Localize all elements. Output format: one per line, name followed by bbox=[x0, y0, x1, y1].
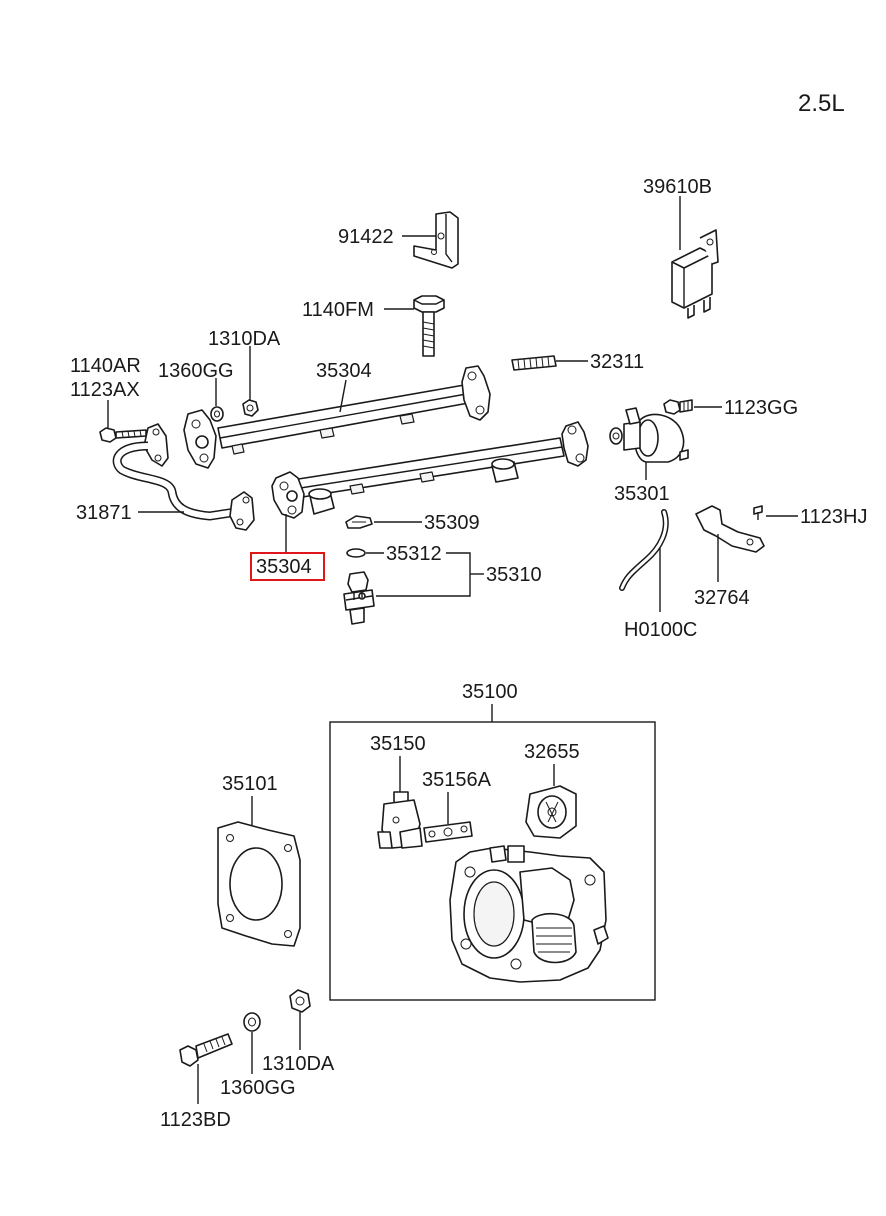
label-35100[interactable]: 35100 bbox=[462, 681, 518, 703]
injector-35310[interactable] bbox=[343, 571, 375, 625]
label-1123AX[interactable]: 1123AX bbox=[70, 379, 140, 401]
o-ring-35312[interactable] bbox=[346, 548, 366, 558]
label-H0100C[interactable]: H0100C bbox=[624, 619, 697, 641]
screw-1123HJ[interactable] bbox=[753, 505, 763, 520]
label-35304-top[interactable]: 35304 bbox=[316, 360, 372, 382]
label-32655[interactable]: 32655 bbox=[524, 741, 580, 763]
gasket-35156A[interactable] bbox=[423, 821, 473, 843]
idle-speed-actuator-35150[interactable] bbox=[377, 791, 423, 849]
throttle-body-gasket-35101[interactable] bbox=[217, 821, 301, 947]
label-35150[interactable]: 35150 bbox=[370, 733, 426, 755]
relay-39610B[interactable] bbox=[671, 229, 719, 319]
fuel-rail-35304-lower[interactable] bbox=[271, 421, 589, 519]
label-35310[interactable]: 35310 bbox=[486, 564, 542, 586]
nut-1310DA-top[interactable] bbox=[242, 399, 259, 417]
label-1140FM[interactable]: 1140FM bbox=[302, 299, 374, 321]
washer-1360GG-bottom[interactable] bbox=[243, 1012, 261, 1032]
label-32764[interactable]: 32764 bbox=[694, 587, 750, 609]
bracket-91422[interactable] bbox=[413, 211, 459, 269]
clip-35309[interactable] bbox=[345, 515, 373, 529]
label-35312[interactable]: 35312 bbox=[386, 543, 442, 565]
label-35309[interactable]: 35309 bbox=[424, 512, 480, 534]
bolt-1123GG[interactable] bbox=[663, 399, 693, 415]
label-1360GG-bottom[interactable]: 1360GG bbox=[220, 1077, 296, 1099]
label-32311[interactable]: 32311 bbox=[590, 351, 644, 373]
label-91422[interactable]: 91422 bbox=[338, 226, 394, 248]
label-1123HJ[interactable]: 1123HJ bbox=[800, 506, 867, 528]
label-1123GG[interactable]: 1123GG bbox=[724, 397, 798, 419]
label-1310DA-bottom[interactable]: 1310DA bbox=[262, 1053, 335, 1075]
label-35101[interactable]: 35101 bbox=[222, 773, 278, 795]
label-1360GG-top[interactable]: 1360GG bbox=[158, 360, 234, 382]
throttle-body[interactable] bbox=[449, 845, 609, 983]
fuel-pressure-regulator-35301[interactable] bbox=[609, 407, 689, 463]
throttle-body-assembly-frame bbox=[329, 721, 656, 1001]
label-39610B[interactable]: 39610B bbox=[643, 176, 712, 198]
label-31871[interactable]: 31871 bbox=[76, 502, 132, 524]
fuel-rail-35304-upper[interactable] bbox=[183, 365, 491, 469]
bolt-1140AR[interactable] bbox=[99, 427, 147, 443]
nut-1310DA-bottom[interactable] bbox=[289, 989, 311, 1013]
bolt-1140FM[interactable] bbox=[413, 295, 445, 357]
highlight-box bbox=[250, 552, 325, 581]
label-1140AR[interactable]: 1140AR bbox=[70, 355, 141, 377]
bracket-32764[interactable] bbox=[695, 505, 765, 553]
stud-32311[interactable] bbox=[511, 355, 557, 371]
hose-H0100C[interactable] bbox=[619, 509, 669, 591]
label-35304-selected[interactable]: 35304 bbox=[256, 556, 312, 578]
label-1123BD[interactable]: 1123BD bbox=[160, 1109, 231, 1131]
fuel-pipe-31871[interactable] bbox=[112, 423, 255, 531]
washer-1360GG-top[interactable] bbox=[210, 406, 224, 422]
label-35156A[interactable]: 35156A bbox=[422, 769, 492, 791]
bolt-1123BD[interactable] bbox=[179, 1033, 233, 1067]
engine-label: 2.5L bbox=[798, 90, 845, 117]
label-35301[interactable]: 35301 bbox=[614, 483, 670, 505]
label-1310DA-top[interactable]: 1310DA bbox=[208, 328, 281, 350]
throttle-position-sensor-32655[interactable] bbox=[525, 785, 577, 839]
